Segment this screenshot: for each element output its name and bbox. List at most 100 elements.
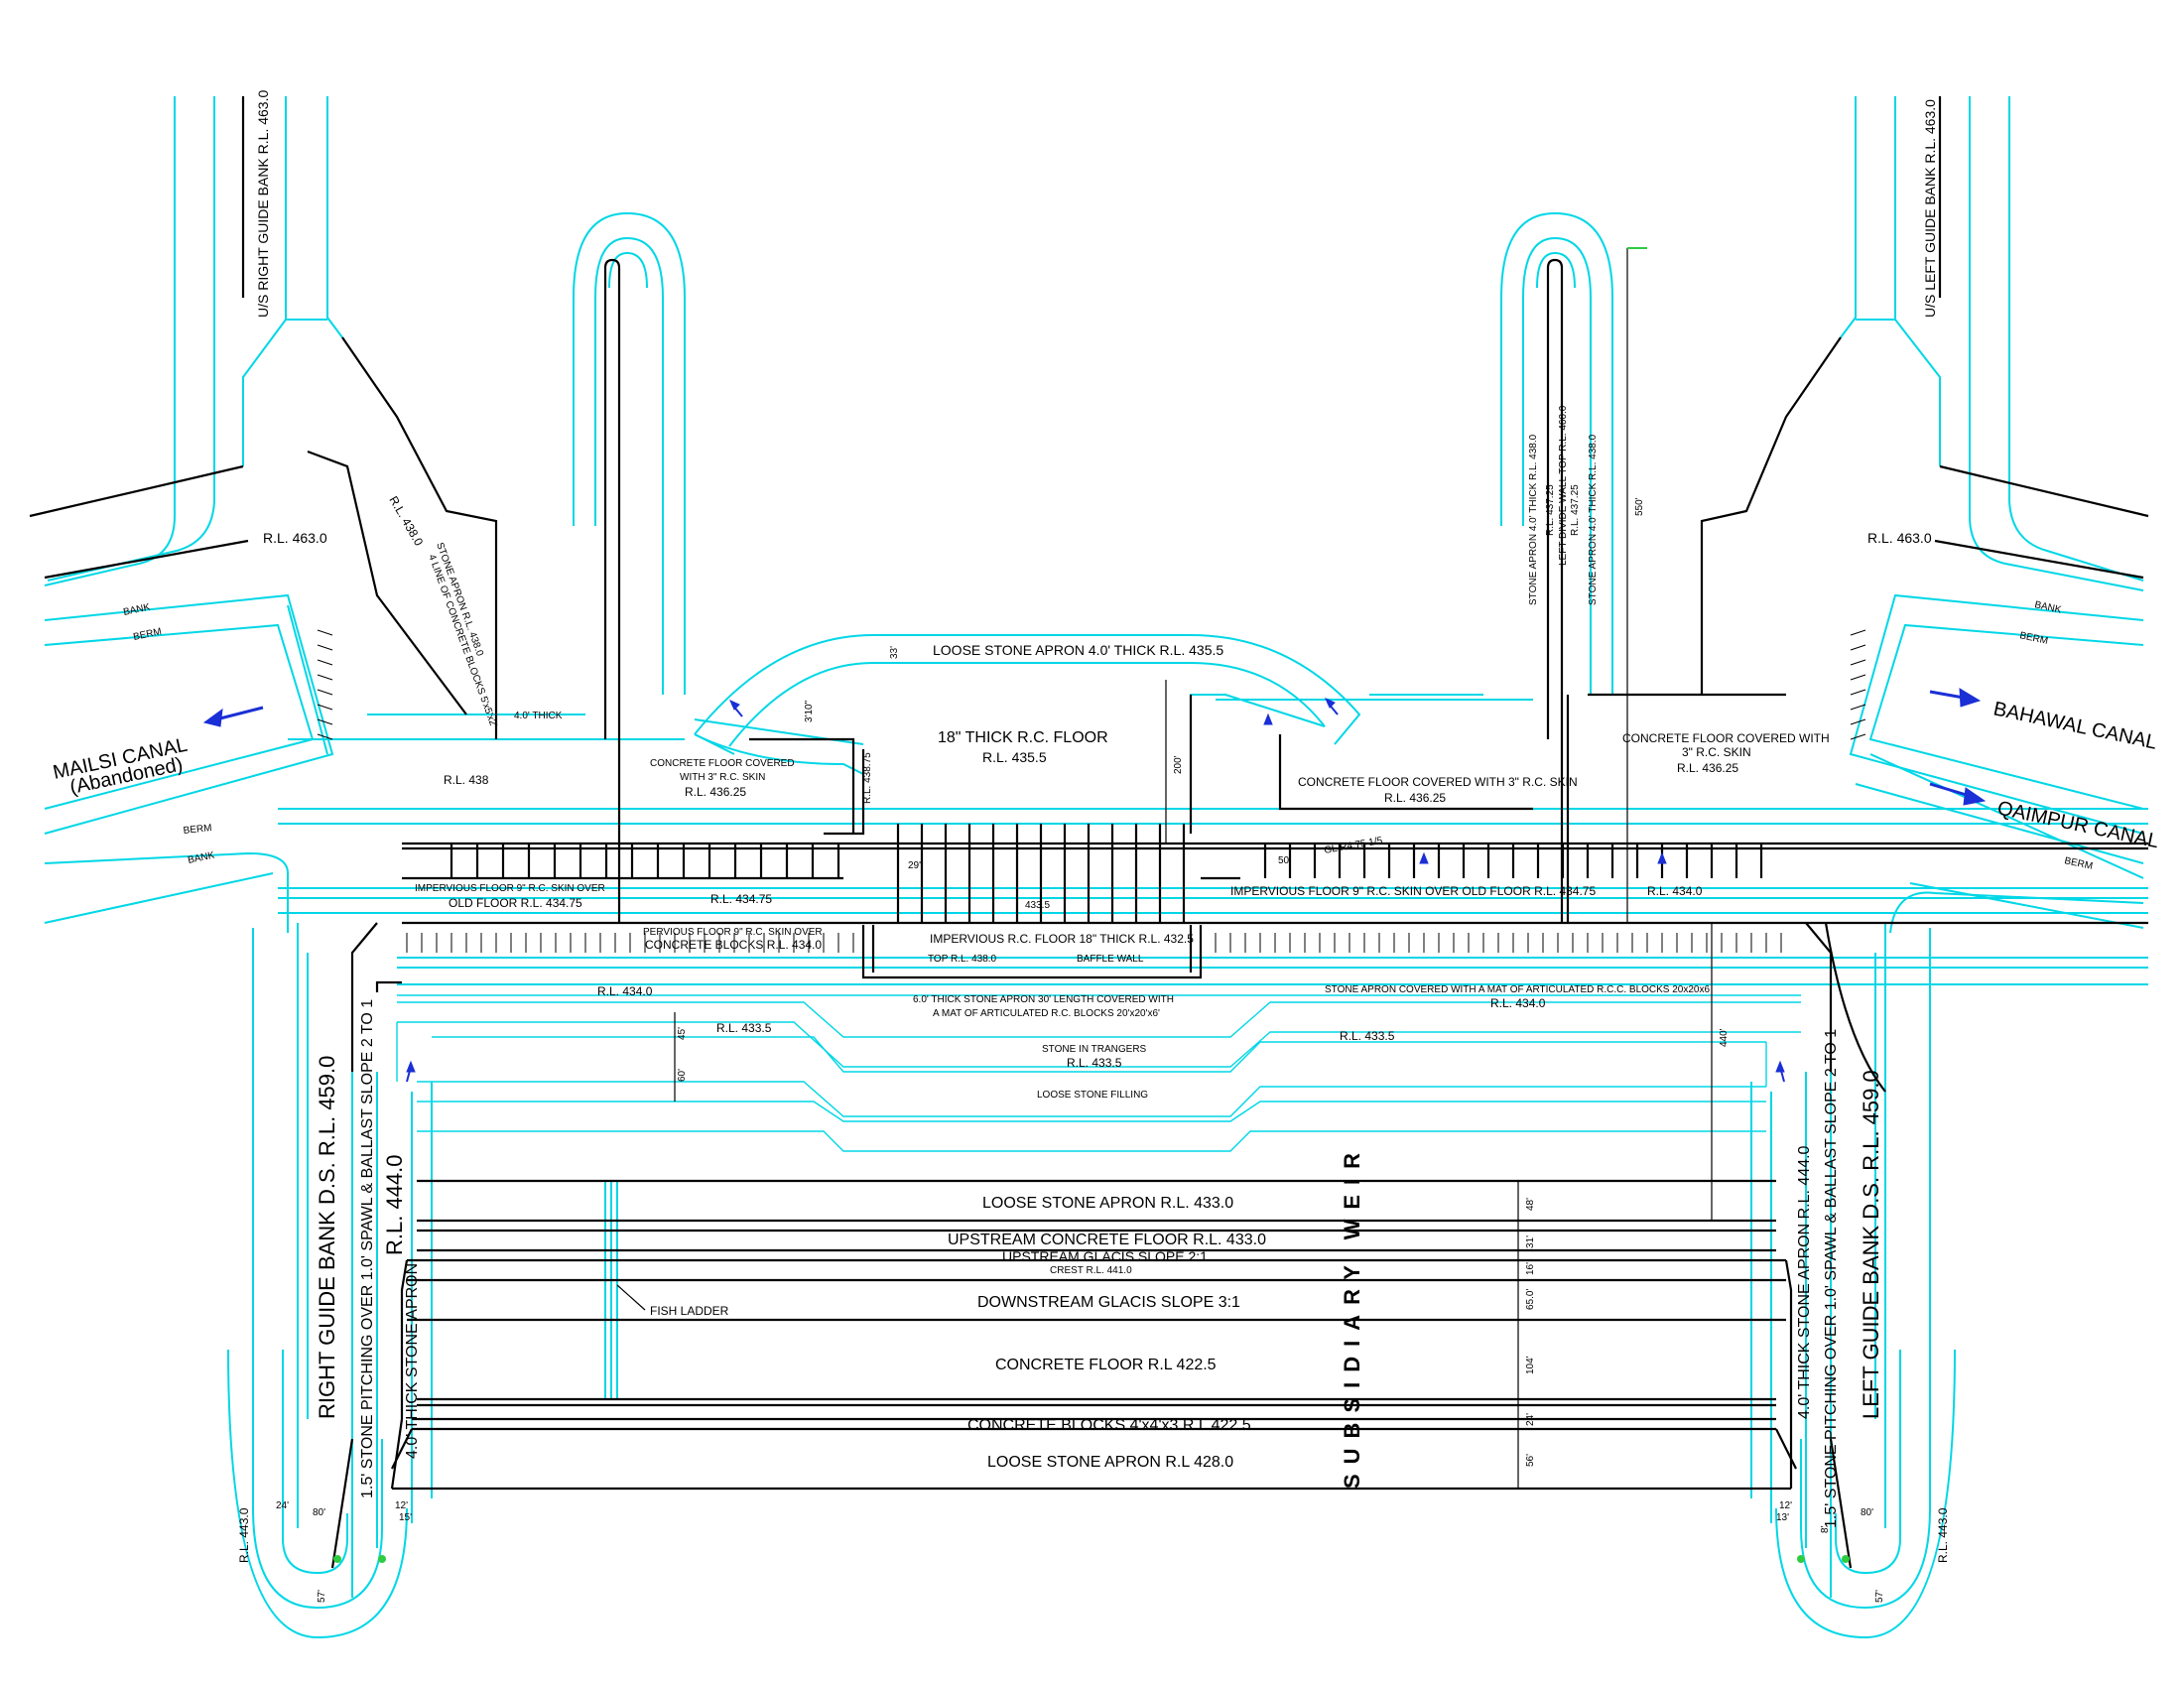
structure-lines: [29, 96, 2149, 1569]
flow-arrow-small-6: [1419, 851, 1429, 864]
dim-33: 33': [889, 646, 900, 659]
green-marker: [1842, 1555, 1850, 1563]
berm-label-3: BERM: [2018, 630, 2049, 647]
imperv-right: IMPERVIOUS FLOOR 9" R.C. SKIN OVER OLD F…: [1230, 884, 1596, 898]
weir-dim-7: 56': [1525, 1454, 1536, 1467]
berm-label-1: BERM: [132, 626, 163, 643]
weir-row-7: CONCRETE BLOCKS 4'x4'x3 R.L 422.5: [967, 1417, 1251, 1434]
flow-arrow-mailsi: [202, 706, 264, 727]
dim-50: 50': [1278, 855, 1291, 866]
block-mark: [1850, 629, 1866, 636]
weir-row-2: UPSTREAM CONCRETE FLOOR R.L. 433.0: [948, 1232, 1266, 1248]
dim-440: 440': [1719, 1028, 1730, 1047]
flow-arrow-qaimpur: [1929, 782, 1987, 806]
imperv-rc: IMPERVIOUS R.C. FLOOR 18" THICK R.L. 432…: [930, 932, 1194, 946]
block-mark: [317, 718, 333, 725]
floor-left-rl: R.L. 436.25: [685, 785, 746, 799]
rl-4335-right: R.L. 433.5: [1340, 1029, 1395, 1043]
pervious-1: PERVIOUS FLOOR 9" R.C. SKIN OVER: [643, 927, 823, 938]
dim-45: 45': [677, 1027, 688, 1040]
bahawal-canal-name: BAHAWAL CANAL: [1991, 698, 2159, 753]
rl-43475-label: R.L. 434.75: [710, 892, 772, 906]
flow-arrow-small-5: [1263, 713, 1273, 725]
stone-rcc: STONE APRON COVERED WITH A MAT OF ARTICU…: [1325, 984, 1710, 995]
top-rl: TOP R.L. 438.0: [928, 954, 997, 965]
divide-wall: LEFT DIVIDE WALL TOP R.L. 460.0: [1558, 405, 1569, 566]
weir-row-8: LOOSE STONE APRON R.L 428.0: [987, 1454, 1233, 1471]
berm-label-2: BERM: [183, 823, 212, 837]
rl-4340-left: R.L. 434.0: [597, 984, 653, 998]
block-mark: [1850, 674, 1866, 681]
apron-right: 4.0' THICK STONE APRON: [404, 1263, 421, 1459]
concrete-blocks-diag: 4 LINE OF CONCRETE BLOCKS 5'x5'x2': [426, 553, 499, 728]
gl-note: GL.R4.75 1/5: [1324, 836, 1384, 856]
imperv-left-2: OLD FLOOR R.L. 434.75: [449, 896, 582, 910]
floor-right-2: 3" R.C. SKIN: [1682, 745, 1751, 759]
dim-550: 550': [1634, 497, 1645, 516]
bottom-dim-2: 80': [313, 1507, 325, 1518]
green-marker: [378, 1555, 386, 1563]
bank-label-1: BANK: [122, 601, 151, 617]
block-mark: [317, 629, 333, 636]
rl-438-label: R.L. 438: [444, 773, 489, 787]
weir-row-4: CREST R.L. 441.0: [1050, 1265, 1132, 1276]
weir-row-3: UPSTREAM GLACIS SLOPE 2:1: [1002, 1248, 1208, 1264]
block-mark: [1850, 704, 1866, 711]
dim-310: 3'10": [804, 700, 815, 722]
loose-filling: LOOSE STONE FILLING: [1037, 1090, 1148, 1101]
floor-left-1: CONCRETE FLOOR COVERED: [650, 758, 795, 769]
pitching-left: 1.5' STONE PITCHING OVER 1.0' SPAWL & BA…: [1823, 1029, 1840, 1528]
weir-dim-2: 31': [1525, 1235, 1536, 1248]
weir-row-5: DOWNSTREAM GLACIS SLOPE 3:1: [977, 1294, 1240, 1311]
weir-dim-1: 48': [1525, 1198, 1536, 1211]
flow-arrow-small-7: [1657, 851, 1667, 864]
block-mark: [317, 689, 333, 696]
weir-dim-3: 16': [1525, 1262, 1536, 1275]
stone-rcc-rl: R.L. 434.0: [1490, 996, 1546, 1010]
flow-arrow-small-3: [406, 1060, 416, 1083]
weir-row-6: CONCRETE FLOOR R.L 422.5: [995, 1357, 1217, 1373]
green-marker: [1797, 1555, 1805, 1563]
weir-row-1: LOOSE STONE APRON R.L. 433.0: [982, 1195, 1233, 1212]
stone-trangers-rl: R.L. 433.5: [1067, 1056, 1122, 1070]
dim-200: 200': [1173, 755, 1184, 774]
block-mark: [317, 674, 333, 681]
dim-60: 60': [677, 1069, 688, 1082]
block-mark: [317, 733, 333, 740]
us-left-bank-label: U/S LEFT GUIDE BANK R.L. 463.0: [1922, 99, 1938, 318]
pervious-2: CONCRETE BLOCKS R.L. 434.0: [645, 938, 822, 952]
bottom-dim-5: 12': [1779, 1500, 1792, 1511]
rl-4335-left: R.L. 433.5: [716, 1021, 772, 1035]
rl-443-left: R.L. 443.0: [237, 1507, 251, 1563]
flow-arrow-small-1: [729, 700, 743, 717]
ds-left-bank: LEFT GUIDE BANK D.S. R.L. 459.0: [1859, 1070, 1883, 1419]
apron-left: 4.0' THICK STONE APRON R.L. 444.0: [1796, 1145, 1813, 1419]
stone-6-line1: 6.0' THICK STONE APRON 30' LENGTH COVERE…: [913, 994, 1174, 1005]
divide-rl-1: R.L. 437.25: [1545, 484, 1556, 536]
flow-arrow-small-4: [1775, 1060, 1785, 1083]
block-mark: [1850, 644, 1866, 651]
green-markers: [333, 247, 1850, 1563]
floor-mid-rl: R.L. 436.25: [1384, 791, 1446, 805]
block-mark: [1850, 659, 1866, 666]
block-mark: [317, 704, 333, 711]
barrage-pier-stubs: [450, 824, 1763, 923]
pitching-right: 1.5' STONE PITCHING OVER 1.0' SPAWL & BA…: [359, 999, 376, 1498]
block-mark: [317, 659, 333, 666]
loose-apron-top: LOOSE STONE APRON 4.0' THICK R.L. 435.5: [933, 642, 1223, 658]
bottom-dim-1: 24': [276, 1500, 289, 1511]
rl-463-right: R.L. 463.0: [1867, 530, 1932, 546]
floor-mid: CONCRETE FLOOR COVERED WITH 3" R.C. SKIN: [1298, 775, 1578, 789]
weir-dim-5: 104': [1525, 1356, 1536, 1374]
fish-ladder-leader: [616, 1284, 646, 1311]
fish-ladder-label: FISH LADDER: [650, 1304, 729, 1318]
us-right-bank-label: U/S RIGHT GUIDE BANK R.L. 463.0: [255, 90, 271, 318]
rl-463-left: R.L. 463.0: [263, 530, 327, 546]
weir-dim-4: 65.0': [1525, 1289, 1536, 1310]
rl-4380-diag: R.L. 438.0: [386, 494, 426, 549]
stone-trangers: STONE IN TRANGERS: [1042, 1044, 1147, 1055]
block-mark: [317, 644, 333, 651]
bottom-dim-7: 80': [1861, 1507, 1873, 1518]
flow-arrow-small-2: [1325, 698, 1339, 715]
